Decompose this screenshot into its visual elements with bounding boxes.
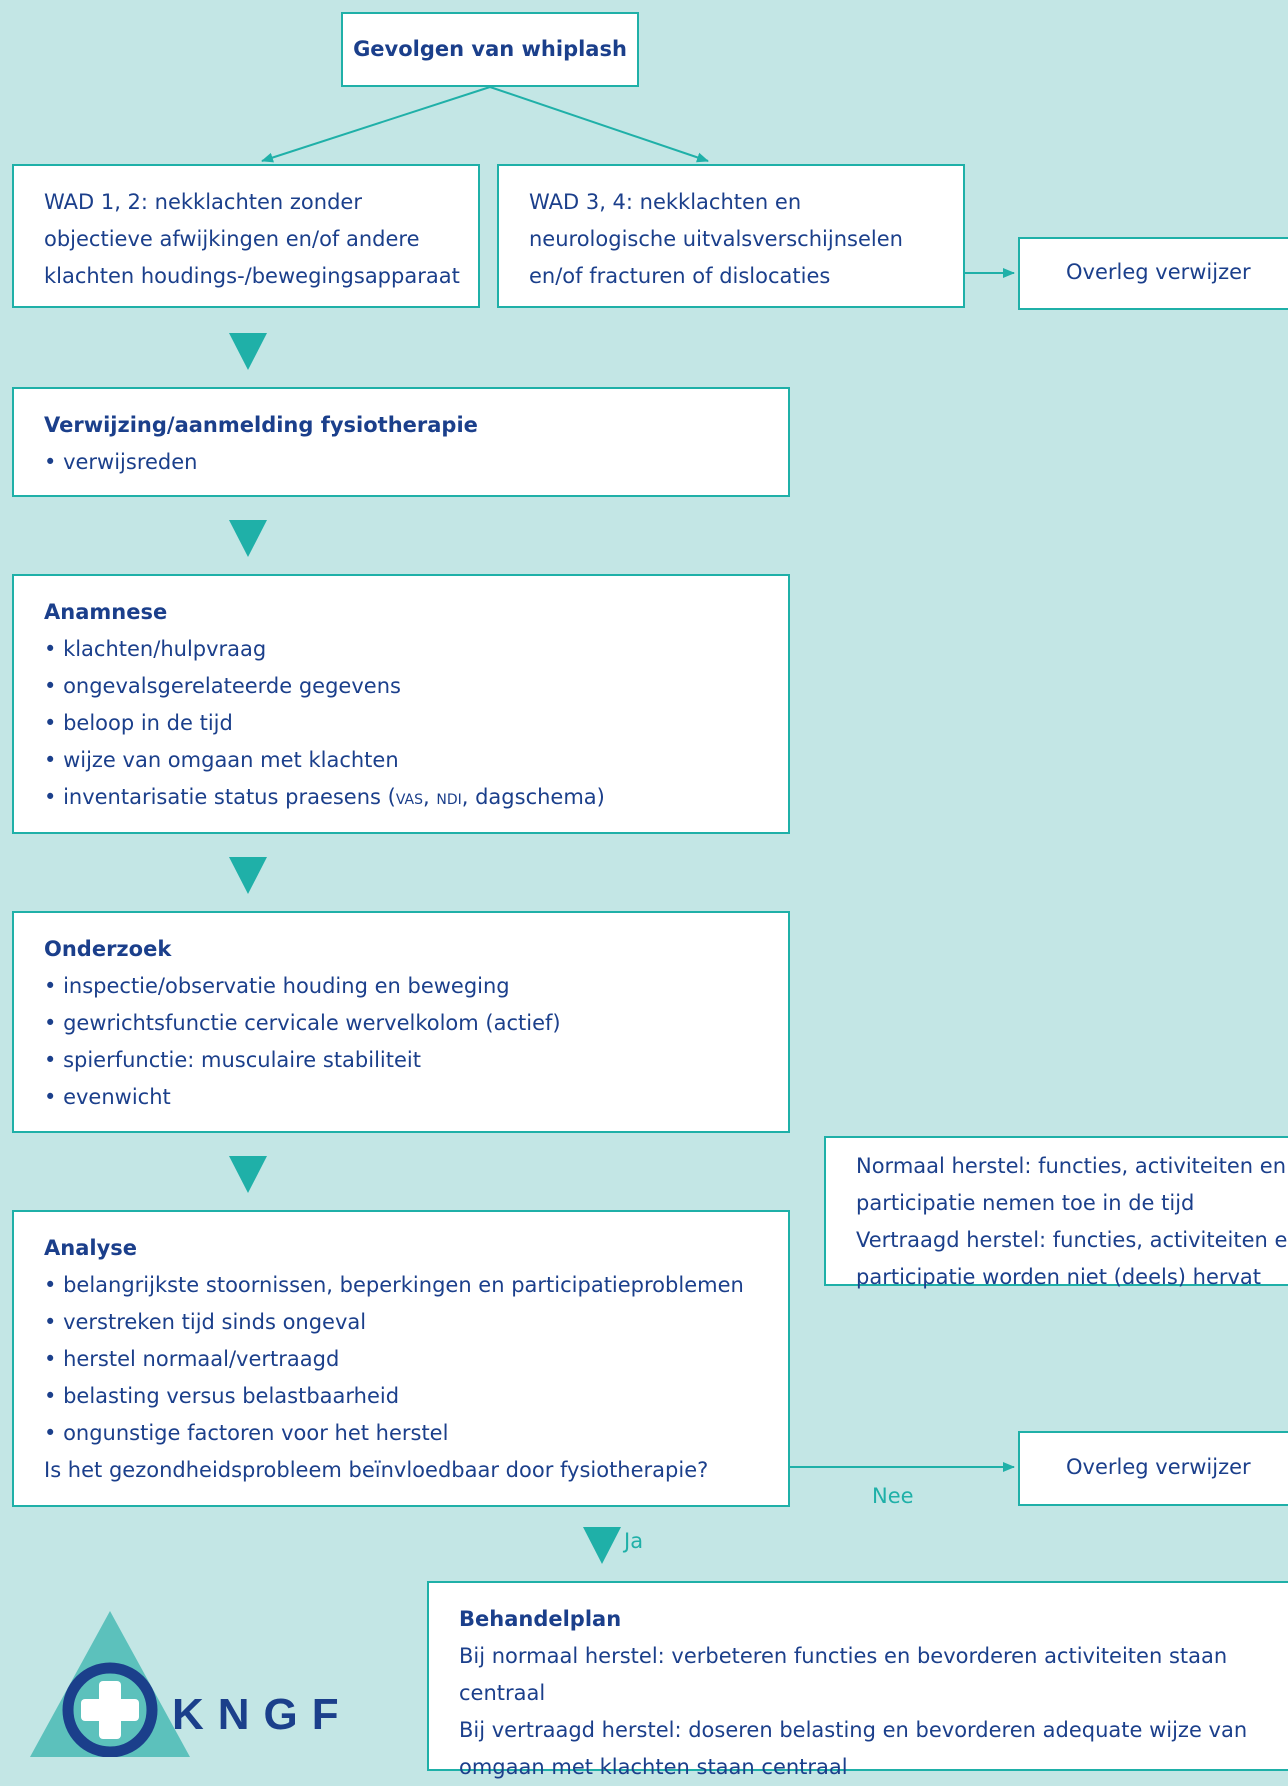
analyse-item: ongunstige factoren voor het herstel xyxy=(44,1415,788,1452)
verwijzing-item: verwijsreden xyxy=(44,444,788,481)
logo-text: KNGF xyxy=(172,1690,350,1739)
overleg-verwijzer-label: Overleg verwijzer xyxy=(1066,260,1251,284)
kngf-logo: KNGF xyxy=(30,1611,350,1757)
anamnese-item: klachten/hulpvraag xyxy=(44,631,788,668)
whiplash-title: Gevolgen van whiplash xyxy=(353,37,627,61)
logo-ring xyxy=(62,1662,158,1757)
wad-3-4-box: WAD 3, 4: nekklachten en neurologische u… xyxy=(497,164,965,308)
flow-triangle-4 xyxy=(229,1156,267,1193)
herstel-line: Vertraagd herstel: functies, activiteite… xyxy=(856,1228,1288,1252)
onderzoek-box: Onderzoek inspectie/observatie houding e… xyxy=(12,911,790,1133)
status-text: inventarisatie status praesens ( xyxy=(63,785,396,809)
nee-label: Nee xyxy=(872,1484,914,1508)
behandelplan-line: Bij normaal herstel: verbeteren functies… xyxy=(459,1644,1228,1705)
separator: , xyxy=(423,785,437,809)
onderzoek-title: Onderzoek xyxy=(44,937,172,961)
behandelplan-line: omgaan met klachten staan centraal xyxy=(459,1755,848,1779)
wad-3-4-line: neurologische uitvalsverschijnselen xyxy=(529,227,903,251)
status-text-end: , dagschema) xyxy=(461,785,605,809)
wad-3-4-line: en/of fracturen of dislocaties xyxy=(529,264,831,288)
ndi-abbr: NDI xyxy=(436,792,462,808)
flow-triangle-2 xyxy=(229,520,267,557)
ja-label: Ja xyxy=(624,1529,644,1553)
connector-top-to-wad34 xyxy=(489,86,709,163)
overleg-verwijzer-box-2: Overleg verwijzer xyxy=(1018,1431,1288,1506)
analyse-item: herstel normaal/vertraagd xyxy=(44,1341,788,1378)
analyse-item: belangrijkste stoornissen, beperkingen e… xyxy=(44,1267,788,1304)
herstel-info-box: Normaal herstel: functies, activiteiten … xyxy=(824,1136,1288,1289)
anamnese-item: wijze van omgaan met klachten xyxy=(44,742,788,779)
anamnese-item-status: inventarisatie status praesens (VAS, NDI… xyxy=(44,779,788,819)
herstel-line: participatie nemen toe in de tijd xyxy=(856,1191,1195,1215)
flow-triangle-1 xyxy=(229,333,267,370)
connector-top-to-wad12 xyxy=(261,86,491,163)
logo-cross-horizontal xyxy=(81,1699,139,1721)
verwijzing-box: Verwijzing/aanmelding fysiotherapie verw… xyxy=(12,387,790,497)
analyse-title: Analyse xyxy=(44,1236,138,1260)
herstel-line: participatie worden niet (deels) hervat xyxy=(856,1265,1262,1289)
analyse-item: belasting versus belastbaarheid xyxy=(44,1378,788,1415)
analyse-box: Analyse belangrijkste stoornissen, beper… xyxy=(12,1210,790,1507)
whiplash-consequences-box: Gevolgen van whiplash xyxy=(341,12,639,87)
analyse-item: verstreken tijd sinds ongeval xyxy=(44,1304,788,1341)
behandelplan-box: Behandelplan Bij normaal herstel: verbet… xyxy=(427,1581,1288,1779)
herstel-line: Normaal herstel: functies, activiteiten … xyxy=(856,1154,1287,1178)
behandelplan-title: Behandelplan xyxy=(459,1607,622,1631)
wad-1-2-line: WAD 1, 2: nekklachten zonder xyxy=(44,190,362,214)
flow-triangle-ja xyxy=(583,1527,621,1564)
wad-1-2-box: WAD 1, 2: nekklachten zonder objectieve … xyxy=(12,164,480,308)
onderzoek-item: spierfunctie: musculaire stabiliteit xyxy=(44,1042,788,1079)
wad-1-2-line: klachten houdings-/bewegingsapparaat xyxy=(44,264,460,288)
overleg-verwijzer-label: Overleg verwijzer xyxy=(1066,1455,1251,1479)
onderzoek-item: gewrichtsfunctie cervicale wervelkolom (… xyxy=(44,1005,788,1042)
vas-abbr: VAS xyxy=(395,792,423,808)
overleg-verwijzer-box-1: Overleg verwijzer xyxy=(1018,237,1288,310)
flow-triangle-3 xyxy=(229,857,267,894)
behandelplan-line: Bij vertraagd herstel: doseren belasting… xyxy=(459,1718,1248,1742)
wad-1-2-line: objectieve afwijkingen en/of andere xyxy=(44,227,420,251)
anamnese-title: Anamnese xyxy=(44,600,168,624)
anamnese-item: beloop in de tijd xyxy=(44,705,788,742)
onderzoek-item: inspectie/observatie houding en beweging xyxy=(44,968,788,1005)
verwijzing-title: Verwijzing/aanmelding fysiotherapie xyxy=(44,413,478,437)
anamnese-item: ongevalsgerelateerde gegevens xyxy=(44,668,788,705)
anamnese-box: Anamnese klachten/hulpvraag ongevalsgere… xyxy=(12,574,790,834)
onderzoek-item: evenwicht xyxy=(44,1079,788,1116)
analyse-question: Is het gezondheidsprobleem beïnvloedbaar… xyxy=(44,1458,709,1482)
wad-3-4-line: WAD 3, 4: nekklachten en xyxy=(529,190,802,214)
